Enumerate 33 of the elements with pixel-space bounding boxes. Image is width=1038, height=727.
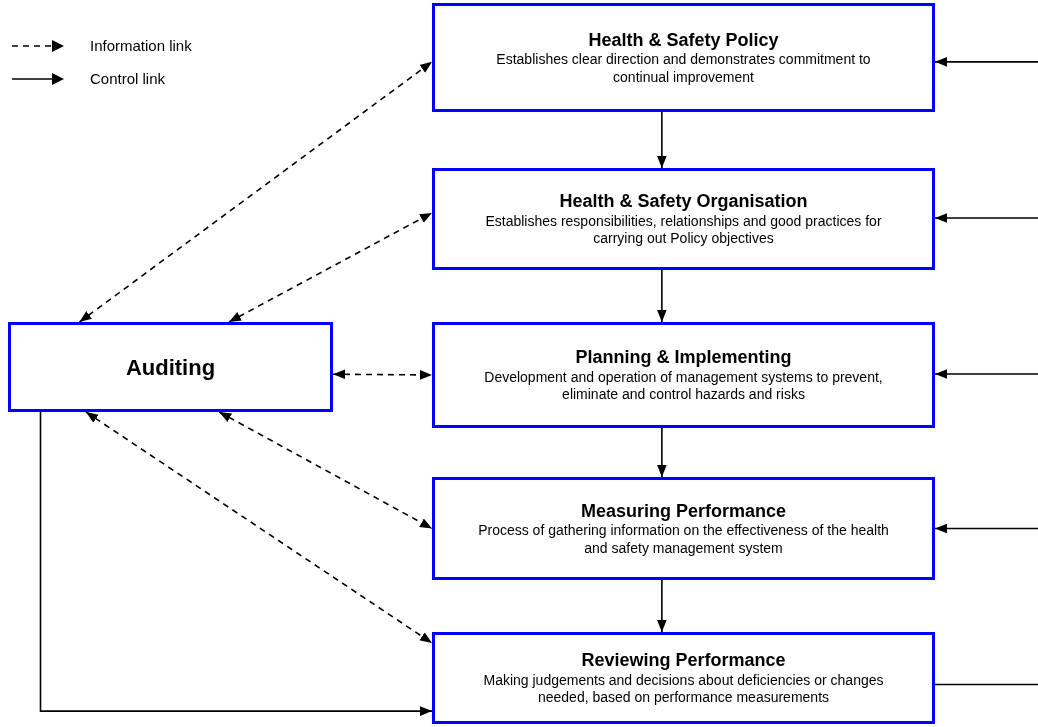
box-title: Reviewing Performance	[581, 649, 786, 672]
arrow	[657, 269, 667, 323]
process-box	[432, 168, 935, 270]
arrow	[657, 111, 667, 169]
box-description: Development and operation of management systems to prevent, eliminate and control hazards and risks	[483, 368, 884, 404]
box-title: Health & Safety Organisation	[559, 190, 808, 213]
box-description: Making judgements and decisions about deficiencies or changes needed, based on performance measurements	[482, 671, 885, 707]
arrow	[39, 411, 433, 716]
arrow	[934, 213, 1038, 223]
box-description: Establishes clear direction and demonstrates commitment to continual improvement	[495, 51, 872, 87]
dashed-arrow	[85, 411, 433, 644]
process-box	[432, 477, 935, 580]
arrow	[657, 579, 667, 633]
box-title: Auditing	[125, 353, 216, 382]
box-title: Planning & Implementing	[575, 346, 792, 369]
dashed-arrow	[228, 212, 433, 323]
legend-label: Information link	[90, 35, 192, 56]
dashed-arrow	[78, 61, 433, 323]
box-description: Establishes responsibilities, relationships and good practices for carrying out Policy objectives	[484, 212, 883, 248]
arrow	[934, 57, 1038, 67]
dashed-arrow	[332, 369, 433, 380]
box-description: Process of gathering information on the effectiveness of the health and safety management system	[477, 522, 890, 558]
process-box	[432, 3, 935, 112]
box-title: Health & Safety Policy	[588, 28, 779, 52]
process-box	[432, 632, 935, 724]
dashed-arrow	[218, 411, 433, 530]
box-title: Measuring Performance	[580, 499, 787, 523]
arrow	[657, 427, 667, 478]
process-box	[8, 322, 333, 412]
legend-label: Control link	[90, 68, 166, 89]
arrow	[934, 523, 1038, 534]
process-box	[432, 322, 935, 428]
arrow	[934, 369, 1038, 379]
